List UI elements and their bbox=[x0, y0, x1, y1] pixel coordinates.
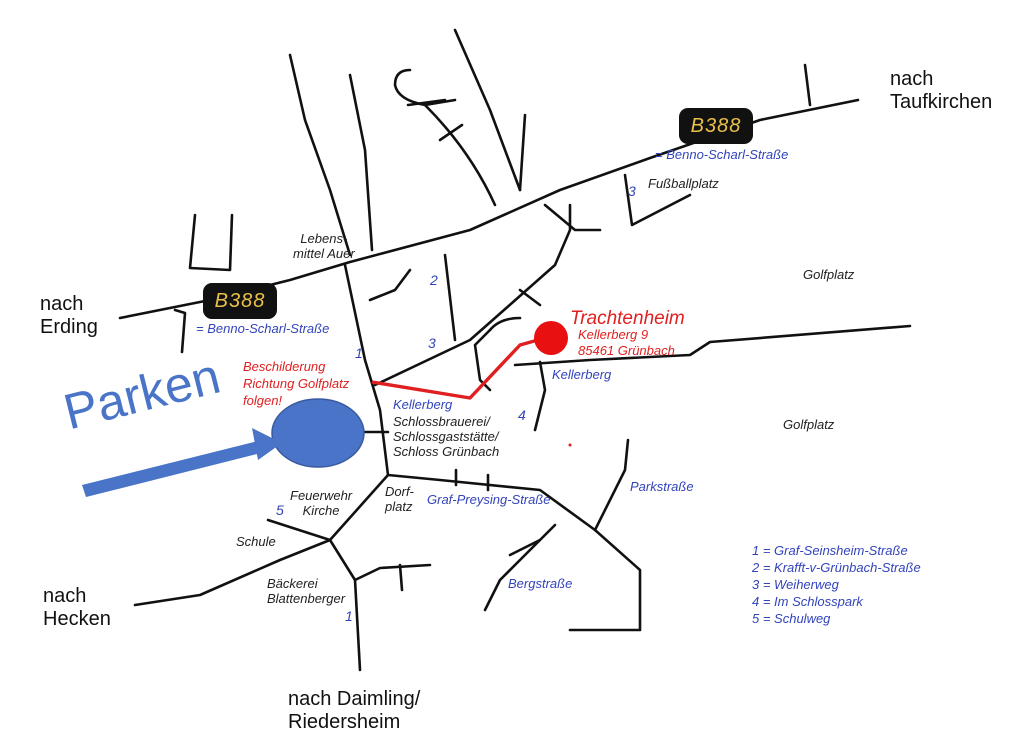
road-main-ns2 bbox=[328, 473, 390, 672]
road-erding-spur2 bbox=[173, 308, 187, 354]
highway-badge-east: B388 bbox=[679, 108, 753, 144]
legend-item: 4 = Im Schlosspark bbox=[752, 594, 863, 609]
place-feuerwehr: Feuerwehr Kirche bbox=[290, 488, 353, 518]
road-hecken bbox=[133, 538, 332, 607]
street-graf-preysing: Graf-Preysing-Straße bbox=[427, 492, 551, 507]
street-number: 5 bbox=[276, 502, 284, 518]
road-bergstrasse bbox=[483, 523, 557, 612]
dest-erding: nach Erding bbox=[40, 293, 98, 338]
trachtenheim-marker bbox=[534, 321, 568, 355]
road-bergstrasse-b bbox=[508, 538, 542, 557]
road-branch-kb bbox=[518, 288, 542, 307]
street-legend: 1 = Graf-Seinsheim-Straße 2 = Krafft-v-G… bbox=[752, 542, 921, 627]
road-north-e bbox=[348, 73, 374, 252]
trachtenheim-title: Trachtenheim bbox=[570, 308, 685, 329]
parking-area bbox=[271, 398, 365, 468]
road-north-h bbox=[518, 113, 527, 192]
place-lebensmittel: Lebens- mittel Auer bbox=[293, 231, 355, 261]
road-erding-spur bbox=[188, 213, 234, 272]
road-schlosspark bbox=[533, 360, 547, 432]
parking-arrow bbox=[82, 428, 282, 497]
road-fussball bbox=[623, 173, 692, 227]
place-schule: Schule bbox=[236, 534, 276, 549]
street-number: 2 bbox=[430, 272, 438, 288]
road-north-a bbox=[288, 53, 352, 257]
road-kellerberg bbox=[513, 324, 912, 367]
highway-note-east: = Benno-Scharl-Straße bbox=[655, 147, 789, 162]
dest-daimling: nach Daimling/ Riedersheim bbox=[288, 688, 421, 733]
dest-hecken: nach Hecken bbox=[43, 585, 111, 630]
road-branch-3b bbox=[443, 253, 457, 342]
road-baeckerei-stub bbox=[398, 563, 404, 592]
street-bergstrasse: Bergstraße bbox=[508, 576, 573, 591]
road-main-ns bbox=[343, 263, 390, 477]
legend-item: 5 = Schulweg bbox=[752, 611, 831, 626]
place-baeckerei: Bäckerei Blattenberger bbox=[267, 576, 346, 606]
road-parkstrasse bbox=[593, 438, 630, 532]
street-kellerberg-left: Kellerberg bbox=[393, 397, 453, 412]
road-north-f bbox=[438, 123, 464, 142]
road-north-b bbox=[453, 28, 522, 192]
place-dorfplatz: Dorf- platz bbox=[385, 484, 414, 514]
road-north-g bbox=[406, 98, 447, 107]
road-branch-3 bbox=[373, 203, 572, 387]
legend-item: 2 = Krafft-v-Grünbach-Straße bbox=[752, 560, 921, 575]
road-taufkirchen-spur bbox=[803, 63, 812, 107]
route-to-trachtenheim bbox=[371, 336, 546, 400]
street-number: 1 bbox=[345, 608, 353, 624]
street-kellerberg-right: Kellerberg bbox=[552, 367, 612, 382]
road-schulweg bbox=[266, 518, 332, 542]
highway-note-west: = Benno-Scharl-Straße bbox=[196, 321, 330, 336]
trachtenheim-address-2: 85461 Grünbach bbox=[578, 343, 675, 358]
dest-taufkirchen: nach Taufkirchen bbox=[890, 68, 993, 113]
road-kellerberg-left bbox=[473, 328, 492, 392]
legend-item: 1 = Graf-Seinsheim-Straße bbox=[752, 543, 908, 558]
highway-badge-west: B388 bbox=[203, 283, 277, 319]
street-number: 3 bbox=[428, 335, 436, 351]
road-fussball-b bbox=[543, 203, 602, 232]
place-fussballplatz: Fußballplatz bbox=[648, 176, 719, 191]
place-golfplatz-mid: Golfplatz bbox=[783, 417, 835, 432]
street-number: 1 bbox=[355, 345, 363, 361]
legend-item: 3 = Weiherweg bbox=[752, 577, 839, 592]
road-north-d bbox=[423, 103, 497, 207]
road-branch-2 bbox=[368, 268, 412, 302]
road-baeckerei bbox=[353, 563, 432, 582]
street-number: 4 bbox=[518, 407, 526, 423]
street-parkstrasse: Parkstraße bbox=[630, 479, 694, 494]
small-red-dot bbox=[568, 443, 572, 447]
trachtenheim-address-1: Kellerberg 9 bbox=[578, 327, 649, 342]
place-brauerei: Schlossbrauerei/ Schlossgaststätte/ Schl… bbox=[393, 414, 500, 459]
signage-note: Beschilderung Richtung Golfplatz folgen! bbox=[243, 359, 350, 408]
road-kellerberg-loop bbox=[488, 316, 522, 332]
place-golfplatz-top: Golfplatz bbox=[803, 267, 855, 282]
street-number: 3 bbox=[628, 183, 636, 199]
